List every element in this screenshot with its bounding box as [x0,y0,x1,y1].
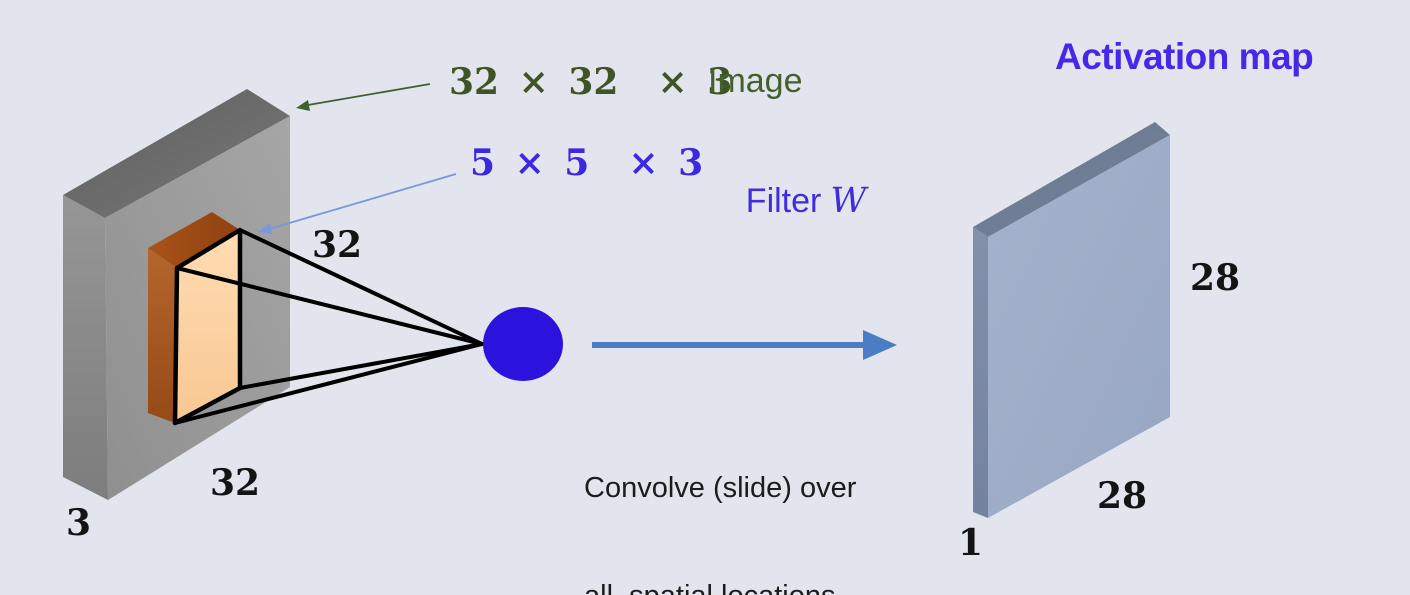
activation-volume [973,122,1170,518]
filter-symbol: W [830,181,867,221]
convolve-arrow-icon [592,330,897,360]
filter-left-face [148,248,177,423]
convolve-caption: Convolve (slide) over all spatial locati… [584,398,856,595]
filter-annotation-line [268,173,457,230]
connection-line [173,342,484,425]
convolve-caption-line2: all spatial locations [584,578,856,595]
convolve-arrow-head [863,330,897,360]
filter-annotation-arrow-head [258,223,272,234]
activation-height-dim: 28 [1190,257,1241,299]
connection-line [238,342,484,390]
activation-map-title: Activation map [1055,36,1314,77]
filter-word: Filter [745,182,822,220]
activation-depth-dim: 1 [958,522,984,564]
image-volume-top-face [63,89,290,218]
activation-left-face [973,227,988,518]
image-width-dim: 32 [312,224,363,266]
connection-line [238,228,484,346]
receptive-field-lines [173,228,484,425]
convolve-caption-line1: Convolve (slide) over [584,472,857,504]
filter-top-face [148,212,240,268]
connection-line [175,266,484,346]
filter-annotation-arrow-icon [258,173,457,234]
filter-dims-label: 5 × 5 × 3 [470,142,704,184]
image-annotation-arrow-icon [296,83,431,111]
image-dims-label: 32 × 32 × 3 [449,61,733,103]
activation-top-face [973,122,1170,237]
image-height-dim: 32 [210,462,261,504]
activation-front-face [988,135,1170,518]
image-annotation-line [307,83,431,106]
filter-volume [148,212,243,426]
image-name-label: Image [708,62,803,100]
image-annotation-arrow-head [296,100,310,111]
image-depth-dim: 3 [66,502,92,544]
neuron-circle [483,307,563,381]
activation-width-dim: 28 [1097,475,1148,517]
image-volume-left-face [63,195,108,500]
